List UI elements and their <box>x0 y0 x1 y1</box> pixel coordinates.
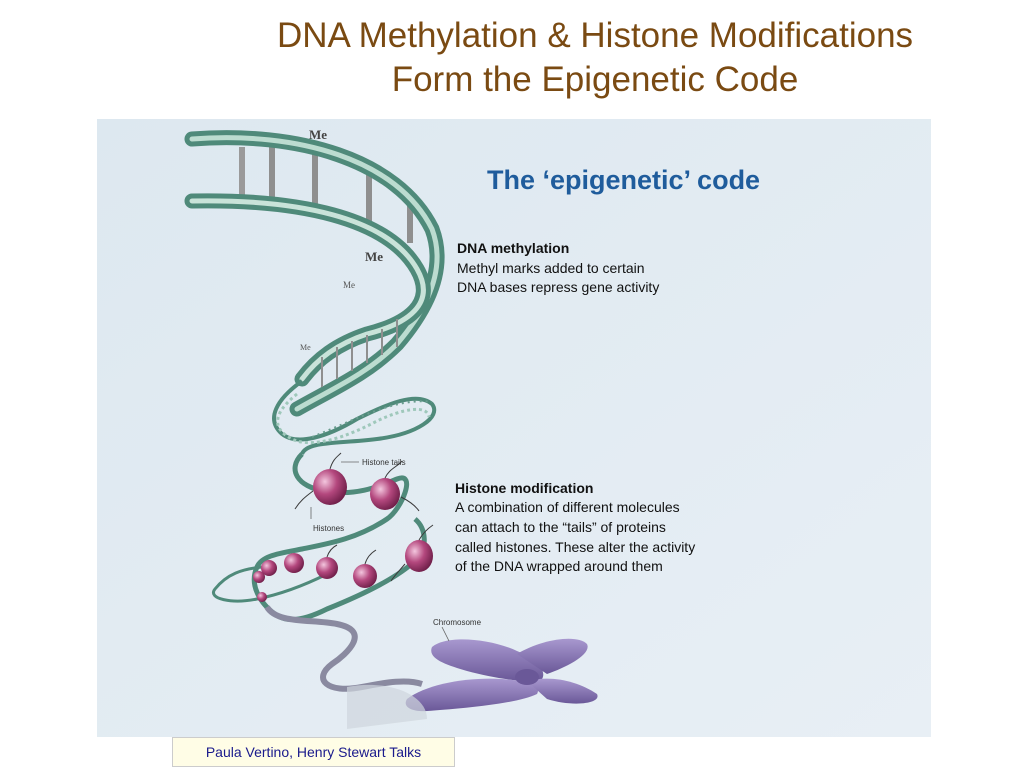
histone-tail-lines <box>294 452 434 582</box>
methyl-label-small-2: Me <box>300 343 311 352</box>
dna-methylation-line-1: Methyl marks added to certain <box>457 260 645 276</box>
slide-title-line-1: DNA Methylation & Histone Modifications <box>276 16 914 55</box>
small-rungs <box>321 319 398 387</box>
figure-heading: The ‘epigenetic’ code <box>487 165 760 195</box>
epigenetic-code-figure: Me Me Me Me <box>97 119 931 737</box>
dna-methylation-line-2: DNA bases repress gene activity <box>457 279 659 295</box>
histone-9 <box>257 592 267 602</box>
histone-3 <box>405 540 433 572</box>
histone-modification-line-2: can attach to the “tails” of proteins <box>455 519 666 535</box>
histone-2 <box>370 478 400 510</box>
chromatin-thread <box>264 605 423 692</box>
histone-7 <box>261 560 277 576</box>
histone-modification-line-4: of the DNA wrapped around them <box>455 558 663 574</box>
figure-background <box>97 119 931 737</box>
histone-1 <box>313 469 347 505</box>
image-credit-caption: Paula Vertino, Henry Stewart Talks <box>172 737 455 767</box>
histone-6 <box>284 553 304 573</box>
histone-modification-title: Histone modification <box>455 480 593 496</box>
methyl-label-small-1: Me <box>343 280 355 290</box>
histone-modification-line-1: A combination of different molecules <box>455 499 680 515</box>
histones <box>253 452 434 602</box>
chromosome-label: Chromosome <box>433 618 482 627</box>
dna-methylation-title: DNA methylation <box>457 240 569 256</box>
histone-modification-line-3: called histones. These alter the activit… <box>455 539 695 555</box>
slide-title-line-2: Form the Epigenetic Code <box>391 60 799 99</box>
histone-8 <box>253 571 265 583</box>
epigenetic-diagram: Me Me Me Me <box>97 119 931 737</box>
methyl-label-middle: Me <box>365 249 383 264</box>
chromosome <box>347 638 598 729</box>
histone-tails-label: Histone tails <box>362 458 406 467</box>
dna-double-helix <box>184 130 445 417</box>
nucleosome-fiber <box>211 452 427 622</box>
slide-title: DNA Methylation & Histone Modifications … <box>200 14 990 102</box>
histones-label: Histones <box>313 524 344 533</box>
histone-4 <box>353 564 377 588</box>
coiled-dna <box>272 379 436 456</box>
histone-5 <box>316 557 338 579</box>
methyl-label-top: Me <box>309 127 327 142</box>
